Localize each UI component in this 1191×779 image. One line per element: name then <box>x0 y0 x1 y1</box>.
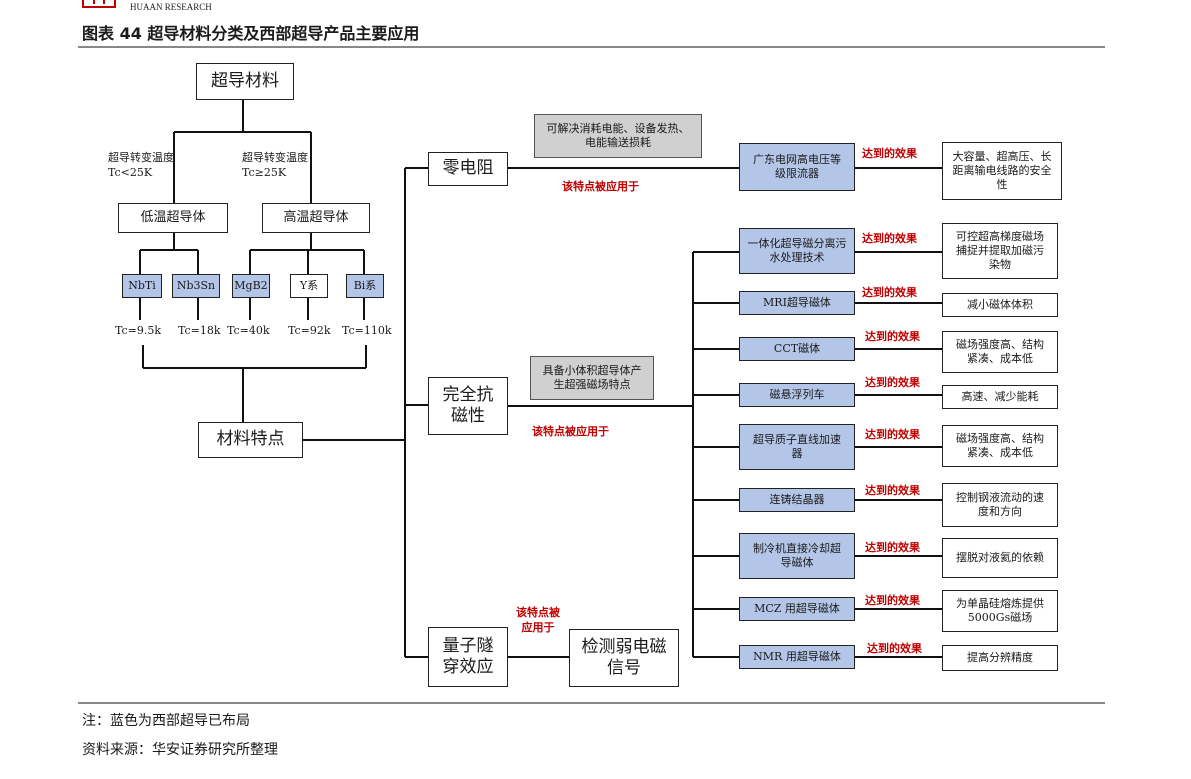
effect-magnetic-separation: 可控超高梯度磁场捕捉并提取加磁污染物 <box>942 223 1058 279</box>
applied-label-dia: 该特点被应用于 <box>532 425 609 438</box>
effect-nmr-magnet: 提高分辨精度 <box>942 645 1058 671</box>
effect-label-8: 达到的效果 <box>865 594 920 607</box>
footer-note: 注：蓝色为西部超导已布局 <box>82 713 250 729</box>
high-temp-condition: 超导转变温度Tc≥25K <box>242 151 308 179</box>
effect-mcz-magnet: 为单晶硅熔炼提供5000Gs磁场 <box>942 590 1058 632</box>
material-mgb2: MgB2 <box>232 274 270 298</box>
tc-y-series: Tc=92k <box>288 324 331 337</box>
material-features: 材料特点 <box>198 422 303 458</box>
material-y-series: Y系 <box>290 274 328 298</box>
effect-label-1: 达到的效果 <box>862 232 917 245</box>
applied-label-tunneling: 该特点被应用于 <box>516 606 560 635</box>
tc-nb3sn: Tc=18k <box>178 324 221 337</box>
effect-label-6: 达到的效果 <box>865 484 920 497</box>
zero-resistance-note: 可解决消耗电能、设备发热、电能输送损耗 <box>534 114 702 158</box>
app-linear-accelerator: 超导质子直线加速器 <box>739 424 855 470</box>
effect-label-2: 达到的效果 <box>862 286 917 299</box>
app-continuous-casting: 连铸结晶器 <box>739 488 855 512</box>
effect-cct-magnet: 磁场强度高、结构紧凑、成本低 <box>942 331 1058 373</box>
effect-label-7: 达到的效果 <box>865 541 920 554</box>
effect-maglev: 高速、减少能耗 <box>942 385 1058 409</box>
material-bi-series: Bi系 <box>346 274 384 298</box>
detect-weak-signal: 检测弱电磁信号 <box>569 629 679 687</box>
logo-text: HUAAN RESEARCH <box>130 2 212 12</box>
diamagnetism-note: 具备小体积超导体产生超强磁场特点 <box>530 356 654 400</box>
tc-nbti: Tc=9.5k <box>115 324 162 337</box>
app-cryocooled-magnet: 制冷机直接冷却超导磁体 <box>739 533 855 579</box>
tc-bi-series: Tc=110k <box>342 324 392 337</box>
property-zero-resistance: 零电阻 <box>428 152 508 186</box>
applied-label-zero: 该特点被应用于 <box>562 180 639 193</box>
material-nb3sn: Nb3Sn <box>172 274 220 298</box>
app-mri-magnet: MRI超导磁体 <box>739 291 855 315</box>
effect-linear-accelerator: 磁场强度高、结构紧凑、成本低 <box>942 425 1058 467</box>
app-nmr-magnet: NMR 用超导磁体 <box>739 645 855 669</box>
effect-label-3: 达到的效果 <box>865 330 920 343</box>
effect-label-4: 达到的效果 <box>865 376 920 389</box>
effect-current-limiter: 大容量、超高压、长距离输电线路的安全性 <box>942 142 1062 200</box>
app-cct-magnet: CCT磁体 <box>739 337 855 361</box>
root-superconductor-materials: 超导材料 <box>196 63 294 100</box>
low-temp-condition: 超导转变温度Tc<25K <box>108 151 174 179</box>
app-magnetic-separation: 一体化超导磁分离污水处理技术 <box>739 228 855 274</box>
app-current-limiter: 广东电网高电压等级限流器 <box>739 143 855 191</box>
effect-cryocooled-magnet: 摆脱对液氦的依赖 <box>942 538 1058 578</box>
logo-icon <box>82 0 116 8</box>
effect-mri-magnet: 减小磁体体积 <box>942 293 1058 317</box>
footer-source: 资料来源：华安证券研究所整理 <box>82 742 278 758</box>
tc-mgb2: Tc=40k <box>227 324 270 337</box>
property-quantum-tunneling: 量子隧穿效应 <box>428 627 508 687</box>
effect-continuous-casting: 控制钢液流动的速度和方向 <box>942 483 1058 527</box>
material-nbti: NbTi <box>122 274 162 298</box>
low-temp-superconductor: 低温超导体 <box>118 203 228 233</box>
app-maglev: 磁悬浮列车 <box>739 383 855 407</box>
app-mcz-magnet: MCZ 用超导磁体 <box>739 597 855 621</box>
high-temp-superconductor: 高温超导体 <box>262 203 370 233</box>
effect-label-5: 达到的效果 <box>865 428 920 441</box>
effect-label-9: 达到的效果 <box>867 642 922 655</box>
effect-label-0: 达到的效果 <box>862 147 917 160</box>
figure-title: 图表 44 超导材料分类及西部超导产品主要应用 <box>82 24 420 43</box>
property-diamagnetism: 完全抗磁性 <box>428 377 508 435</box>
